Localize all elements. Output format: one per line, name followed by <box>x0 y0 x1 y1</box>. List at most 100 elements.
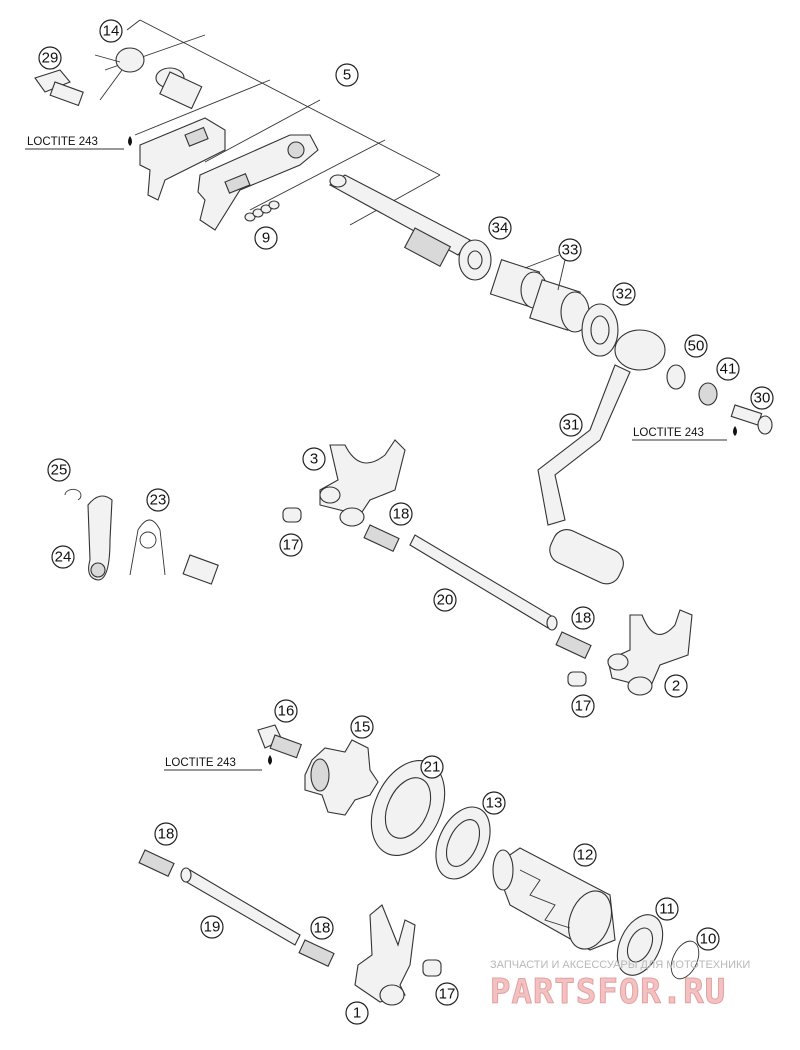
part-15-star-cam <box>304 739 379 816</box>
part-23-spring <box>129 519 166 576</box>
callout-3: 3 <box>302 447 326 471</box>
part-31-shift-lever <box>537 329 666 585</box>
svg-text:16: 16 <box>278 703 295 720</box>
part-pin-mid <box>182 554 219 585</box>
svg-text:33: 33 <box>562 242 579 259</box>
part-20-rod <box>409 534 558 631</box>
part-10-circlip <box>670 940 700 980</box>
svg-text:41: 41 <box>720 361 737 378</box>
part-11-bearing <box>616 914 664 976</box>
svg-text:ЗАПЧАСТИ И АКСЕССУАРЫ ДЛЯ МОТО: ЗАПЧАСТИ И АКСЕССУАРЫ ДЛЯ МОТОТЕХНИКИ <box>490 959 750 971</box>
svg-text:30: 30 <box>754 390 771 407</box>
callout-31: 31 <box>559 413 583 437</box>
svg-text:1: 1 <box>353 1005 361 1022</box>
svg-text:21: 21 <box>424 759 441 776</box>
svg-text:18: 18 <box>393 506 410 523</box>
loctite-label-top: LOCTITE 243 <box>25 136 132 150</box>
callout-18-b: 18 <box>571 606 595 630</box>
callout-50: 50 <box>684 334 708 358</box>
svg-text:10: 10 <box>700 931 717 948</box>
part-34-washer <box>458 239 492 281</box>
svg-text:LOCTITE 243: LOCTITE 243 <box>27 136 98 148</box>
part-50-washer <box>666 364 686 390</box>
part-25-circlip <box>64 488 82 501</box>
part-3-shift-fork <box>319 439 406 527</box>
callout-16: 16 <box>274 699 298 723</box>
callout-24: 24 <box>51 545 75 569</box>
part-32-seal <box>581 303 619 357</box>
part-14-spring <box>94 47 145 101</box>
callout-17-a: 17 <box>279 533 303 557</box>
part-12-shift-drum <box>492 847 616 951</box>
loctite-label-bottom: LOCTITE 243 <box>164 755 272 771</box>
part-17-pin-a <box>282 507 302 523</box>
part-2-shift-fork <box>607 609 693 696</box>
svg-text:LOCTITE 243: LOCTITE 243 <box>165 757 236 769</box>
part-41-lock-washer <box>698 382 718 406</box>
svg-text:32: 32 <box>616 286 633 303</box>
loctite-drop-icon <box>268 755 272 765</box>
svg-text:15: 15 <box>354 719 371 736</box>
svg-text:3: 3 <box>310 451 318 468</box>
svg-text:34: 34 <box>492 220 509 237</box>
svg-text:2: 2 <box>672 678 680 695</box>
callout-23: 23 <box>146 488 170 512</box>
svg-text:24: 24 <box>55 549 72 566</box>
callout-41: 41 <box>716 357 740 381</box>
callout-12: 12 <box>573 843 597 867</box>
part-shift-plate-b <box>197 134 319 231</box>
loctite-drop-icon <box>733 426 737 436</box>
part-17-pin-b <box>567 671 587 687</box>
part-bushing-top <box>155 67 203 110</box>
svg-text:12: 12 <box>577 847 594 864</box>
callout-25: 25 <box>47 458 71 482</box>
svg-text:18: 18 <box>314 920 331 937</box>
part-17-pin-c <box>422 959 442 977</box>
part-13-washer <box>435 806 491 880</box>
callout-5: 5 <box>335 63 359 87</box>
svg-text:18: 18 <box>158 826 175 843</box>
svg-text:14: 14 <box>103 23 120 40</box>
svg-text:9: 9 <box>262 230 270 247</box>
part-9-rings <box>244 200 280 222</box>
callout-17-c: 17 <box>435 982 459 1006</box>
part-18-spring-b <box>555 631 592 659</box>
callout-10: 10 <box>696 927 720 951</box>
part-29-bolt <box>34 69 84 107</box>
svg-text:17: 17 <box>575 698 592 715</box>
loctite-label-mid: LOCTITE 243 <box>632 426 737 441</box>
callout-13: 13 <box>482 791 506 815</box>
svg-text:29: 29 <box>42 50 59 67</box>
part-19-rod <box>180 867 301 946</box>
callout-21: 21 <box>420 755 444 779</box>
part-1-shift-fork <box>354 904 416 1006</box>
svg-text:17: 17 <box>439 986 456 1003</box>
svg-text:31: 31 <box>563 417 580 434</box>
callout-18-a: 18 <box>389 502 413 526</box>
svg-text:13: 13 <box>486 795 503 812</box>
svg-text:18: 18 <box>575 610 592 627</box>
svg-text:LOCTITE 243: LOCTITE 243 <box>633 427 704 439</box>
svg-text:23: 23 <box>150 492 167 509</box>
svg-text:20: 20 <box>437 592 454 609</box>
svg-text:25: 25 <box>51 462 68 479</box>
callout-15: 15 <box>350 715 374 739</box>
part-24-lever <box>87 495 113 581</box>
svg-text:11: 11 <box>659 901 675 918</box>
callout-2: 2 <box>664 674 688 698</box>
callout-1: 1 <box>345 1001 369 1025</box>
part-33-bearing-b <box>529 279 590 333</box>
svg-text:5: 5 <box>343 67 351 84</box>
part-18-spring-d <box>298 939 335 967</box>
watermark: ЗАПЧАСТИ И АКСЕССУАРЫ ДЛЯ МОТОТЕХНИКИ PA… <box>490 959 751 1013</box>
callout-30: 30 <box>750 386 774 410</box>
part-shift-shaft <box>328 174 471 267</box>
callout-9: 9 <box>254 226 278 250</box>
callout-33: 33 <box>558 238 582 262</box>
part-18-spring-a <box>363 524 400 552</box>
callout-29: 29 <box>38 46 62 70</box>
svg-text:PARTSFOR.RU: PARTSFOR.RU <box>490 972 726 1012</box>
callout-18-c: 18 <box>154 822 178 846</box>
callout-20: 20 <box>433 588 457 612</box>
